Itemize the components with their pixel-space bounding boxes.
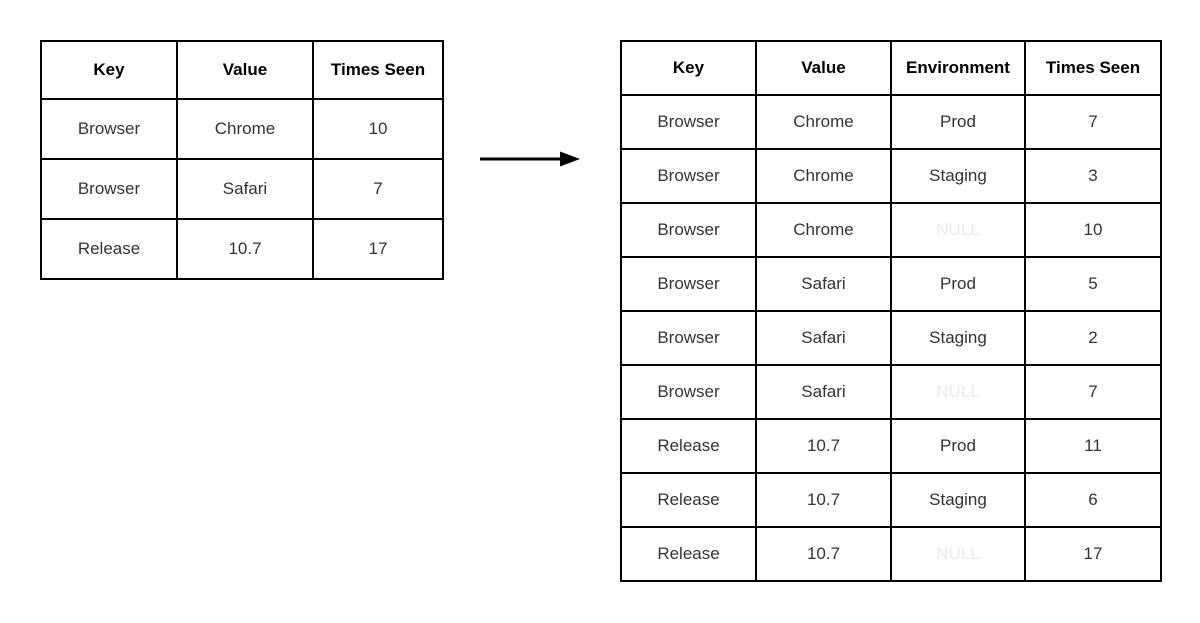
table-cell: Browser (40, 98, 178, 160)
column-header: Environment (890, 40, 1026, 96)
table-cell: Release (620, 472, 757, 528)
table-cell: Chrome (755, 94, 892, 150)
table-cell: Browser (620, 148, 757, 204)
column-header: Key (620, 40, 757, 96)
table-cell: 3 (1024, 148, 1162, 204)
table-cell: NULL (890, 364, 1026, 420)
column-header: Times Seen (1024, 40, 1162, 96)
arrow-right-icon (480, 151, 580, 167)
table-cell: NULL (890, 526, 1026, 582)
table-cell: Chrome (755, 202, 892, 258)
table-cell: Browser (620, 256, 757, 312)
table-cell: Prod (890, 418, 1026, 474)
table-cell: Staging (890, 310, 1026, 366)
table-cell: Chrome (176, 98, 314, 160)
table-cell: 7 (312, 158, 444, 220)
table-cell: Release (620, 418, 757, 474)
table-cell: Staging (890, 148, 1026, 204)
table-cell: Browser (620, 202, 757, 258)
table-cell: 10 (312, 98, 444, 160)
table-cell: NULL (890, 202, 1026, 258)
table-cell: 5 (1024, 256, 1162, 312)
table-cell: 10.7 (755, 526, 892, 582)
table-cell: 2 (1024, 310, 1162, 366)
table-cell: 10.7 (176, 218, 314, 280)
table-cell: 17 (1024, 526, 1162, 582)
table-cell: Browser (40, 158, 178, 220)
table-cell: Safari (176, 158, 314, 220)
table-cell: Browser (620, 94, 757, 150)
table-cell: 10 (1024, 202, 1162, 258)
table-cell: 11 (1024, 418, 1162, 474)
table-cell: Safari (755, 364, 892, 420)
table-cell: Browser (620, 364, 757, 420)
table-cell: Prod (890, 256, 1026, 312)
table-cell: Chrome (755, 148, 892, 204)
table-cell: Prod (890, 94, 1026, 150)
table-cell: 7 (1024, 364, 1162, 420)
table-cell: Staging (890, 472, 1026, 528)
table-cell: 17 (312, 218, 444, 280)
table-cell: 6 (1024, 472, 1162, 528)
table-cell: 10.7 (755, 472, 892, 528)
table-cell: Release (40, 218, 178, 280)
table-cell: Safari (755, 310, 892, 366)
column-header: Key (40, 40, 178, 100)
column-header: Value (176, 40, 314, 100)
column-header: Value (755, 40, 892, 96)
table-cell: Release (620, 526, 757, 582)
column-header: Times Seen (312, 40, 444, 100)
table-cell: Safari (755, 256, 892, 312)
table-cell: 10.7 (755, 418, 892, 474)
table-cell: 7 (1024, 94, 1162, 150)
table-cell: Browser (620, 310, 757, 366)
